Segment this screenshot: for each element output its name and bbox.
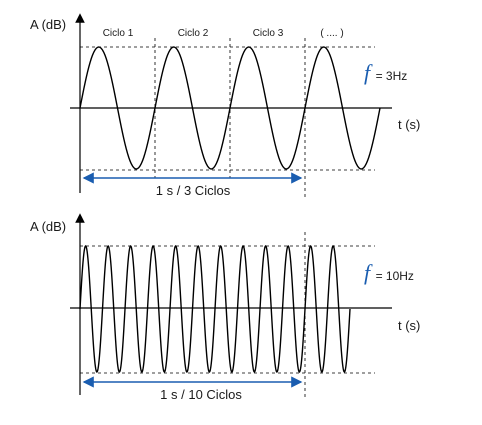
bottom-frequency-label: f = 10Hz bbox=[364, 260, 414, 285]
top-frequency-symbol: f bbox=[364, 60, 373, 85]
top-y-axis-label: A (dB) bbox=[30, 17, 66, 32]
top-frequency-value: = 3Hz bbox=[376, 69, 408, 83]
top-span-label: 1 s / 3 Ciclos bbox=[156, 183, 231, 198]
top-cycle-label-4: ( .... ) bbox=[320, 28, 343, 39]
bottom-y-axis-label: A (dB) bbox=[30, 219, 66, 234]
top-cycle-label-1: Ciclo 1 bbox=[103, 28, 134, 39]
bottom-sine-wave bbox=[79, 245, 351, 373]
bottom-x-axis-label: t (s) bbox=[398, 318, 420, 333]
top-x-axis-label: t (s) bbox=[398, 117, 420, 132]
top-panel: A (dB) t (s) Ciclo 1 Ciclo 2 Ciclo 3 ( .… bbox=[30, 13, 420, 200]
bottom-frequency-value: = 10Hz bbox=[376, 269, 414, 283]
bottom-frequency-symbol: f bbox=[364, 260, 373, 285]
top-sine-wave bbox=[79, 46, 381, 170]
top-cycle-label-2: Ciclo 2 bbox=[178, 28, 209, 39]
top-cycle-label-3: Ciclo 3 bbox=[253, 28, 284, 39]
bottom-span-label: 1 s / 10 Ciclos bbox=[160, 387, 242, 402]
top-frequency-label: f = 3Hz bbox=[364, 60, 407, 85]
bottom-panel: A (dB) t (s) f = 10Hz 1 s / 10 Ciclos bbox=[30, 213, 420, 402]
